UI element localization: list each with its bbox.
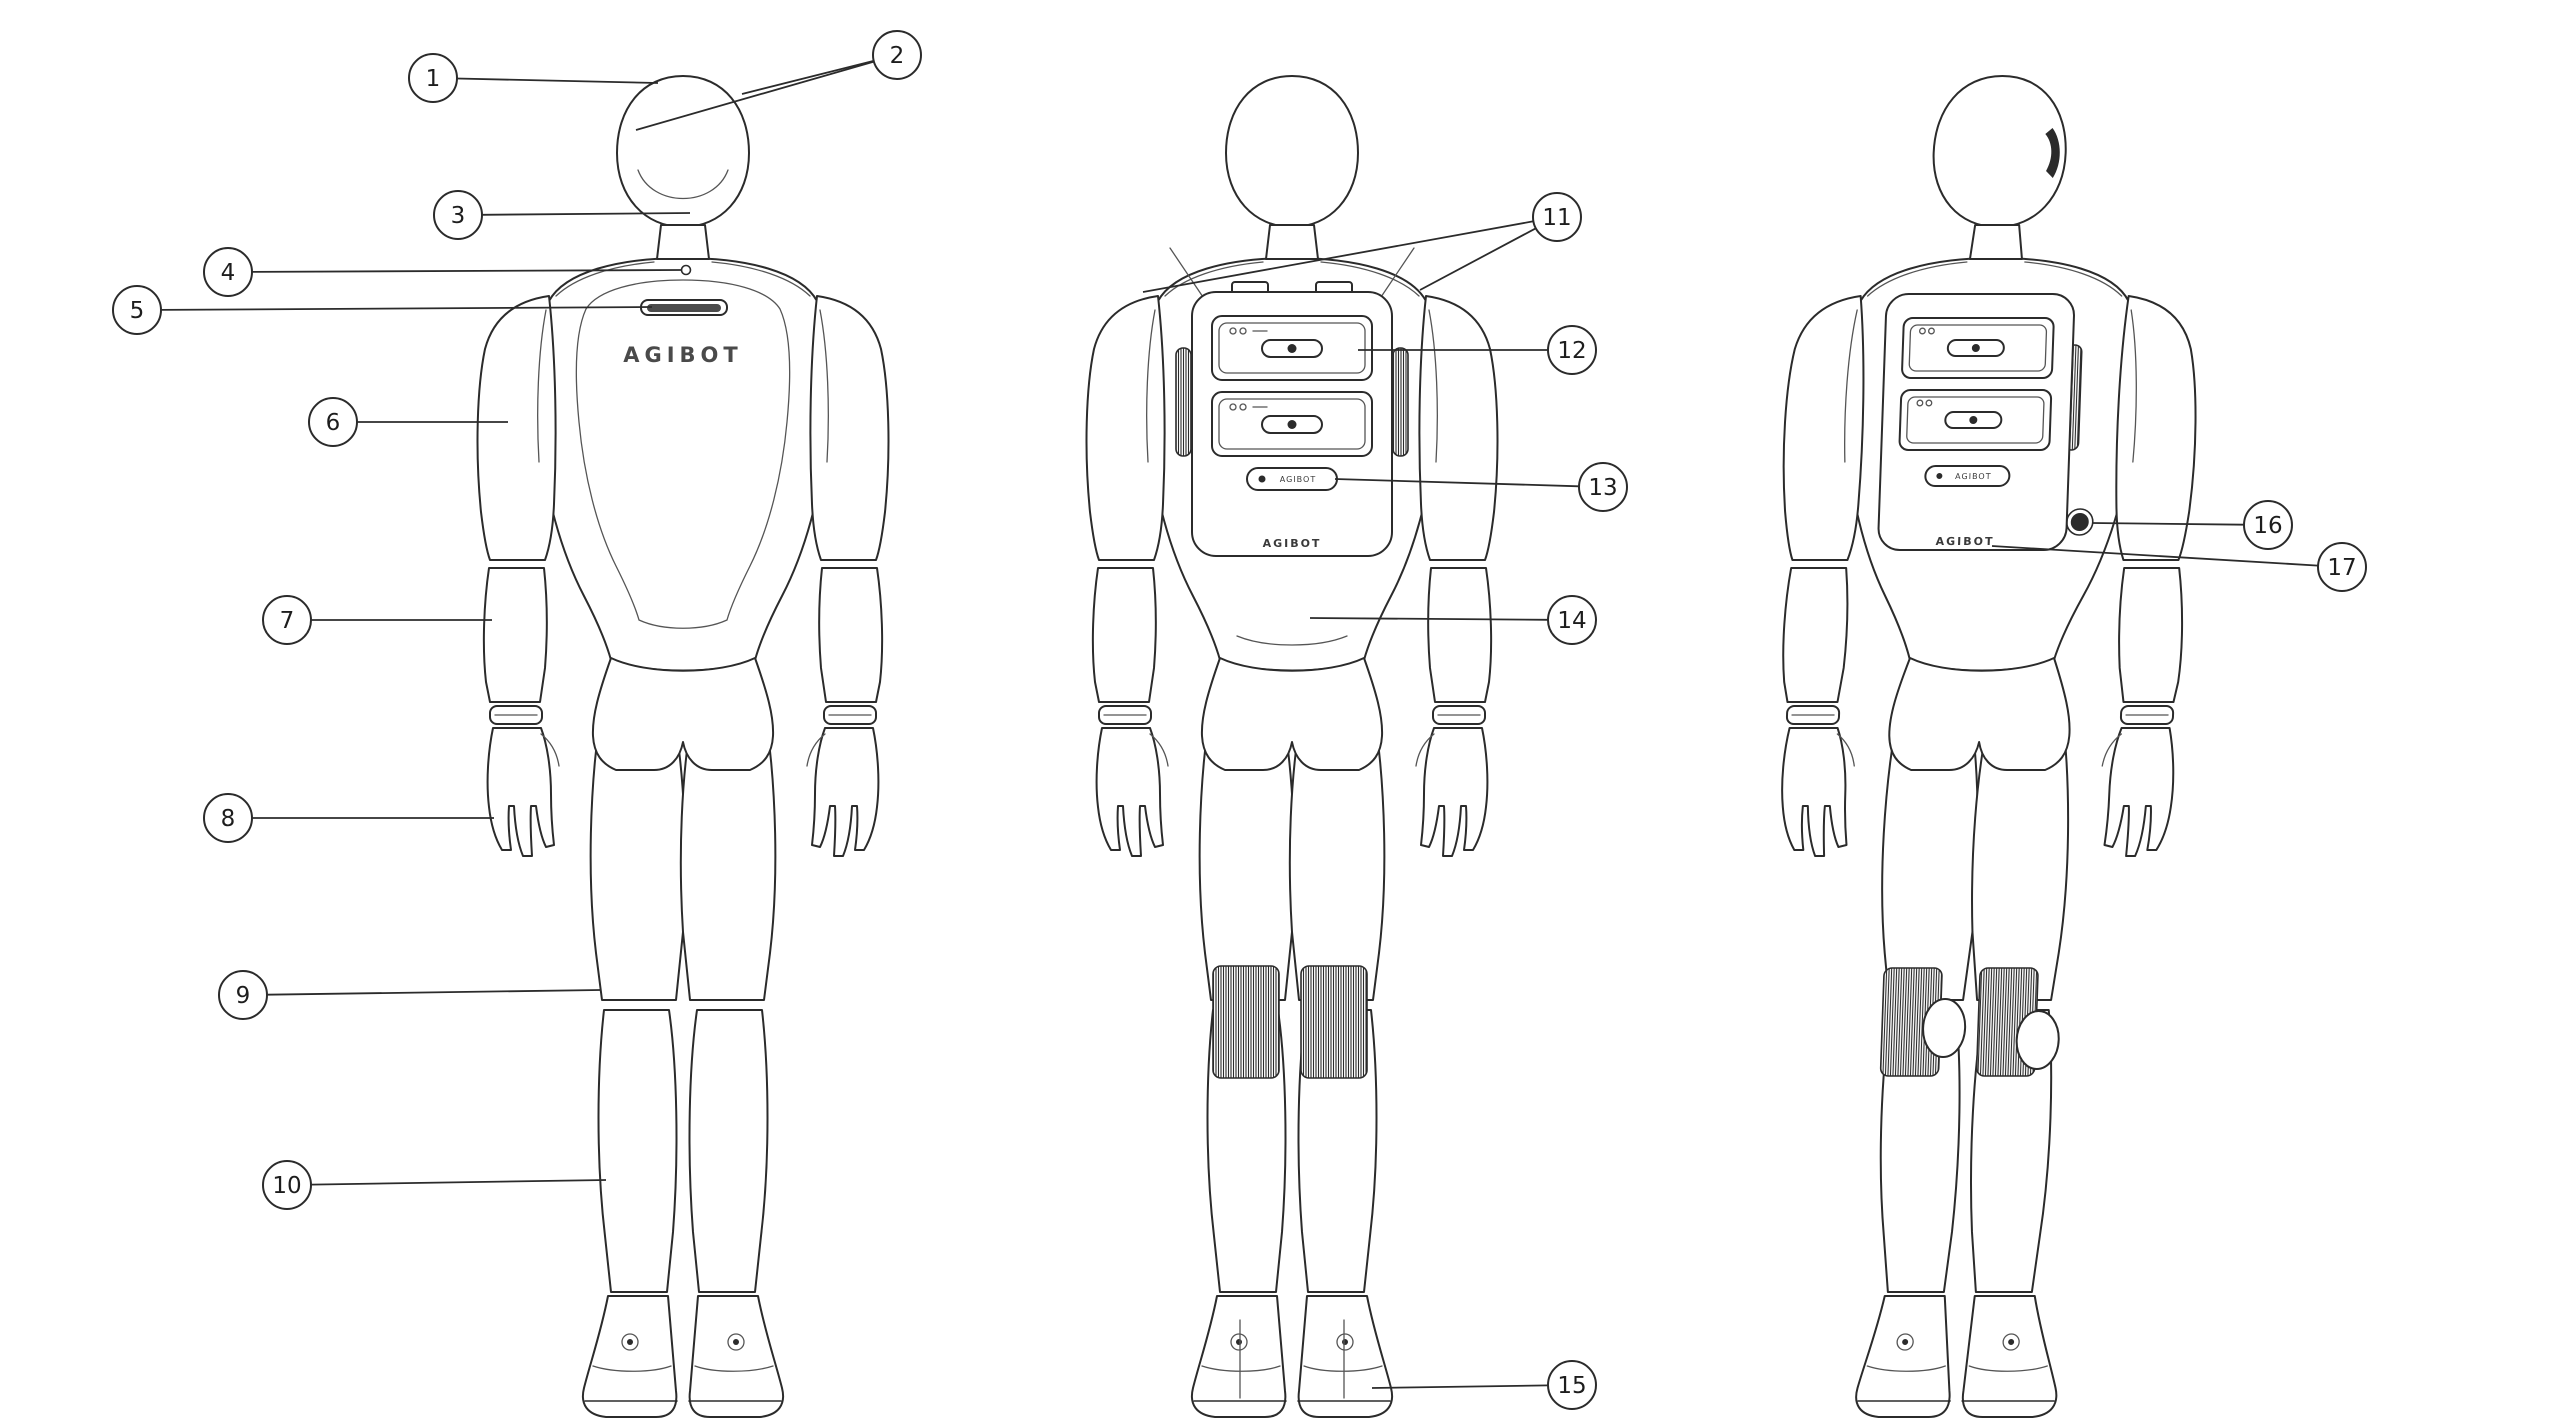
knee-actuator-right bbox=[1300, 965, 1368, 1079]
battery-indicator-1 bbox=[1918, 327, 1926, 335]
callout-15-circle bbox=[1547, 1360, 1597, 1410]
callout-6-number: 6 bbox=[326, 410, 341, 436]
battery-indicator-1 bbox=[1229, 403, 1237, 411]
battery-indicator-2 bbox=[1239, 403, 1247, 411]
robot-front-view: AGIBOT bbox=[478, 76, 889, 1417]
callout-7-number: 7 bbox=[280, 608, 295, 634]
battery-indicator-1 bbox=[1916, 399, 1924, 407]
power-button-ring bbox=[2065, 508, 2094, 536]
knee-actuator-left bbox=[1212, 965, 1280, 1079]
callout-1-leader-line bbox=[456, 77, 659, 84]
callout-10-leader-line bbox=[310, 1179, 607, 1186]
backpack-vent-left bbox=[1175, 347, 1192, 457]
callout-5-circle bbox=[112, 285, 162, 335]
callout-9-circle bbox=[218, 970, 268, 1020]
callout-3-circle bbox=[433, 190, 483, 240]
battery-indicator-2 bbox=[1927, 327, 1935, 335]
callout-16-number: 16 bbox=[2253, 513, 2282, 539]
battery-latch-dot bbox=[1287, 344, 1297, 353]
callout-13-number: 13 bbox=[1588, 475, 1617, 501]
callout-11-number: 11 bbox=[1542, 205, 1571, 231]
callout-10-circle bbox=[262, 1160, 312, 1210]
battery-module-2 bbox=[1211, 391, 1373, 457]
ear-slot bbox=[2045, 128, 2060, 178]
waist-seam bbox=[1236, 635, 1348, 646]
callout-5-leader-line bbox=[160, 306, 653, 311]
callout-10-number: 10 bbox=[272, 1173, 301, 1199]
chest-grille-slot bbox=[647, 304, 721, 312]
callout-2-number: 2 bbox=[890, 43, 905, 69]
battery-inner-frame bbox=[1218, 322, 1366, 374]
callout-13-circle bbox=[1578, 462, 1628, 512]
callout-14-leader-line bbox=[1309, 617, 1549, 621]
callout-4-leader-line bbox=[251, 269, 682, 273]
callout-17-number: 17 bbox=[2327, 555, 2356, 581]
callout-17-leader-line bbox=[1991, 545, 2319, 567]
callout-11-leader-line-1 bbox=[1142, 220, 1534, 293]
battery-latch-dot bbox=[1969, 416, 1978, 424]
callout-7-circle bbox=[262, 595, 312, 645]
battery-inner-frame bbox=[1218, 398, 1366, 450]
callout-1-circle bbox=[408, 53, 458, 103]
callout-4-circle bbox=[203, 247, 253, 297]
service-module-dot bbox=[1936, 473, 1943, 479]
callout-6-circle bbox=[308, 397, 358, 447]
service-module: AGIBOT bbox=[1246, 467, 1338, 491]
battery-module-2 bbox=[1898, 389, 2053, 451]
callout-15-number: 15 bbox=[1557, 1373, 1586, 1399]
callout-2-leader-line-2 bbox=[741, 60, 874, 95]
service-module: AGIBOT bbox=[1924, 465, 2011, 487]
chest-brand-text: AGIBOT bbox=[623, 343, 743, 367]
service-module-dot bbox=[1258, 475, 1266, 483]
callout-2-circle bbox=[872, 30, 922, 80]
battery-latch-dot bbox=[1287, 420, 1297, 429]
callout-3-leader-line bbox=[481, 212, 691, 216]
callout-5-number: 5 bbox=[130, 298, 145, 324]
callout-13-leader-line bbox=[1334, 478, 1580, 488]
strap-seam-right bbox=[1378, 247, 1415, 301]
battery-indicator-2 bbox=[1239, 327, 1247, 335]
callout-9-number: 9 bbox=[236, 983, 251, 1009]
battery-module-1 bbox=[1211, 315, 1373, 381]
callout-12-number: 12 bbox=[1557, 338, 1586, 364]
robot-rear-quarter-view: AGIBOT AGIBOT bbox=[1750, 76, 2208, 1417]
service-module-label: AGIBOT bbox=[1280, 475, 1316, 484]
strap-seam-left bbox=[1169, 247, 1206, 301]
callout-15-leader-line bbox=[1371, 1384, 1549, 1389]
callout-8-number: 8 bbox=[221, 806, 236, 832]
battery-latch-dot bbox=[1971, 344, 1980, 352]
callout-4-number: 4 bbox=[221, 260, 236, 286]
robot-back-view: AGIBOT AGIBOT bbox=[1087, 76, 1498, 1417]
callout-14-circle bbox=[1547, 595, 1597, 645]
callout-14-number: 14 bbox=[1557, 608, 1586, 634]
callout-16-circle bbox=[2243, 500, 2293, 550]
back-brand-text: AGIBOT bbox=[1263, 537, 1322, 550]
battery-indicator-1 bbox=[1229, 327, 1237, 335]
battery-indicator-2 bbox=[1925, 399, 1933, 407]
callout-3-number: 3 bbox=[451, 203, 466, 229]
callout-1-number: 1 bbox=[426, 66, 441, 92]
battery-inner-frame bbox=[1906, 396, 2045, 444]
battery-module-1 bbox=[1901, 317, 2055, 379]
callout-9-leader-line bbox=[266, 989, 601, 996]
callout-11-circle bbox=[1532, 192, 1582, 242]
battery-inner-frame bbox=[1908, 324, 2048, 372]
neck-sensor-dot bbox=[680, 264, 692, 276]
chin-seam bbox=[637, 169, 729, 200]
backpack-vent-right bbox=[1392, 347, 1409, 457]
power-button bbox=[2070, 513, 2089, 531]
callout-12-circle bbox=[1547, 325, 1597, 375]
callout-8-circle bbox=[203, 793, 253, 843]
callout-2-leader-line-1 bbox=[635, 60, 875, 131]
callout-17-circle bbox=[2317, 542, 2367, 592]
knee-cap-right bbox=[2015, 1010, 2060, 1070]
chest-panel-seam bbox=[575, 279, 791, 629]
service-module-pill bbox=[1924, 465, 2011, 487]
callout-11-leader-line-2 bbox=[1419, 227, 1537, 291]
knee-cap-left bbox=[1922, 998, 1967, 1058]
back-brand-text: AGIBOT bbox=[1935, 535, 1994, 548]
callout-16-leader-line bbox=[2091, 522, 2245, 526]
service-module-label: AGIBOT bbox=[1955, 472, 1992, 481]
